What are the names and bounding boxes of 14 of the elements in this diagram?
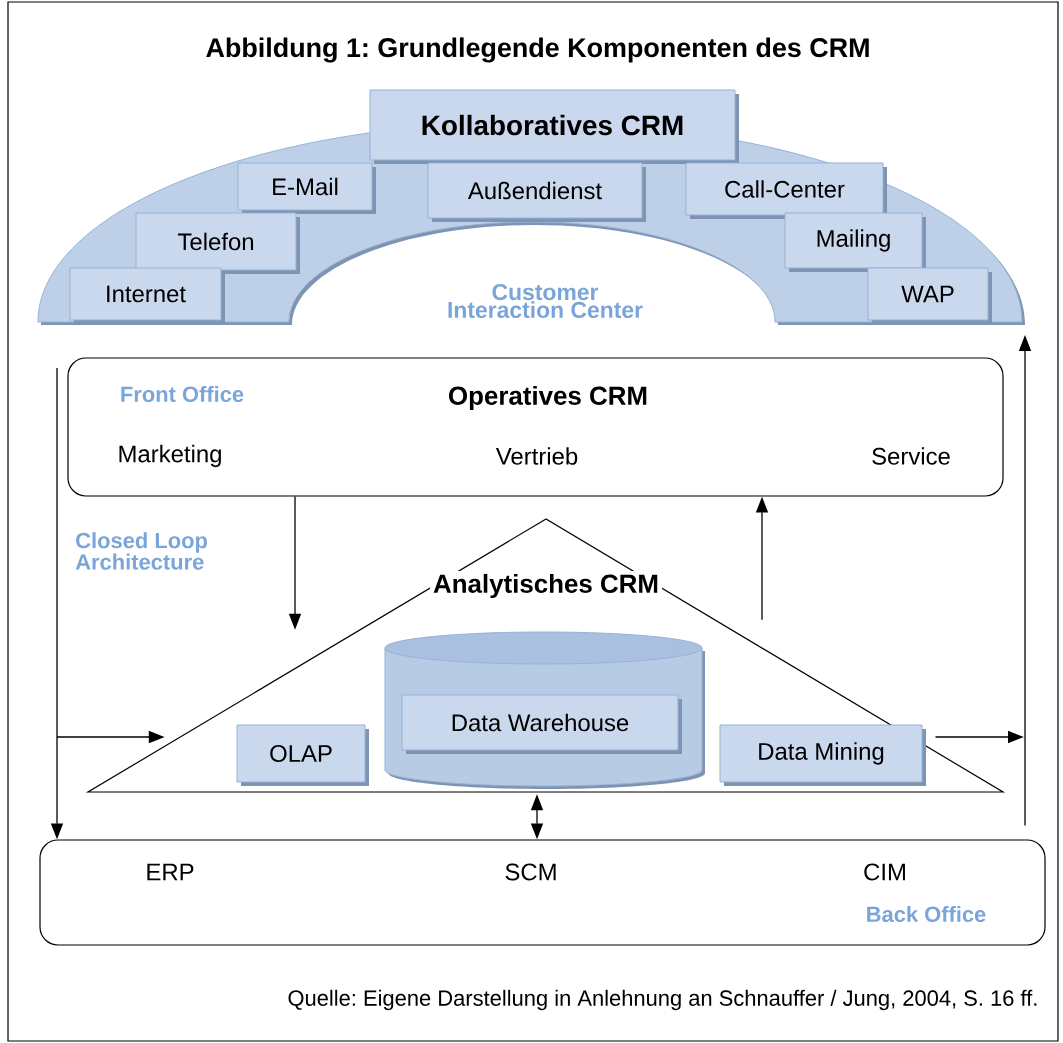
component-box: Data Mining xyxy=(719,724,926,786)
front-office-panel: Front Office Operatives CRM Marketing Vertrieb Service xyxy=(67,357,1004,497)
channel-box: Call-Center xyxy=(685,162,887,219)
channel-box: WAP xyxy=(867,267,992,324)
channel-box: Mailing xyxy=(784,212,926,272)
title: Abbildung 1: Grundlegende Komponenten des CRM xyxy=(206,37,869,63)
channel-box: Internet xyxy=(69,267,225,324)
component-box: Data Warehouse xyxy=(401,694,682,754)
component-box: OLAP xyxy=(236,724,369,786)
channel-box: Außendienst xyxy=(427,162,646,222)
channel-box: Telefon xyxy=(135,212,300,274)
channel-box: E-Mail xyxy=(237,162,376,214)
back-office-panel: ERP SCM CIM Back Office xyxy=(39,839,1046,946)
caption: Quelle: Eigene Darstellung in Anlehnung an Schnauffer / Jung, 2004, S. 16 ff. xyxy=(288,989,1037,1011)
